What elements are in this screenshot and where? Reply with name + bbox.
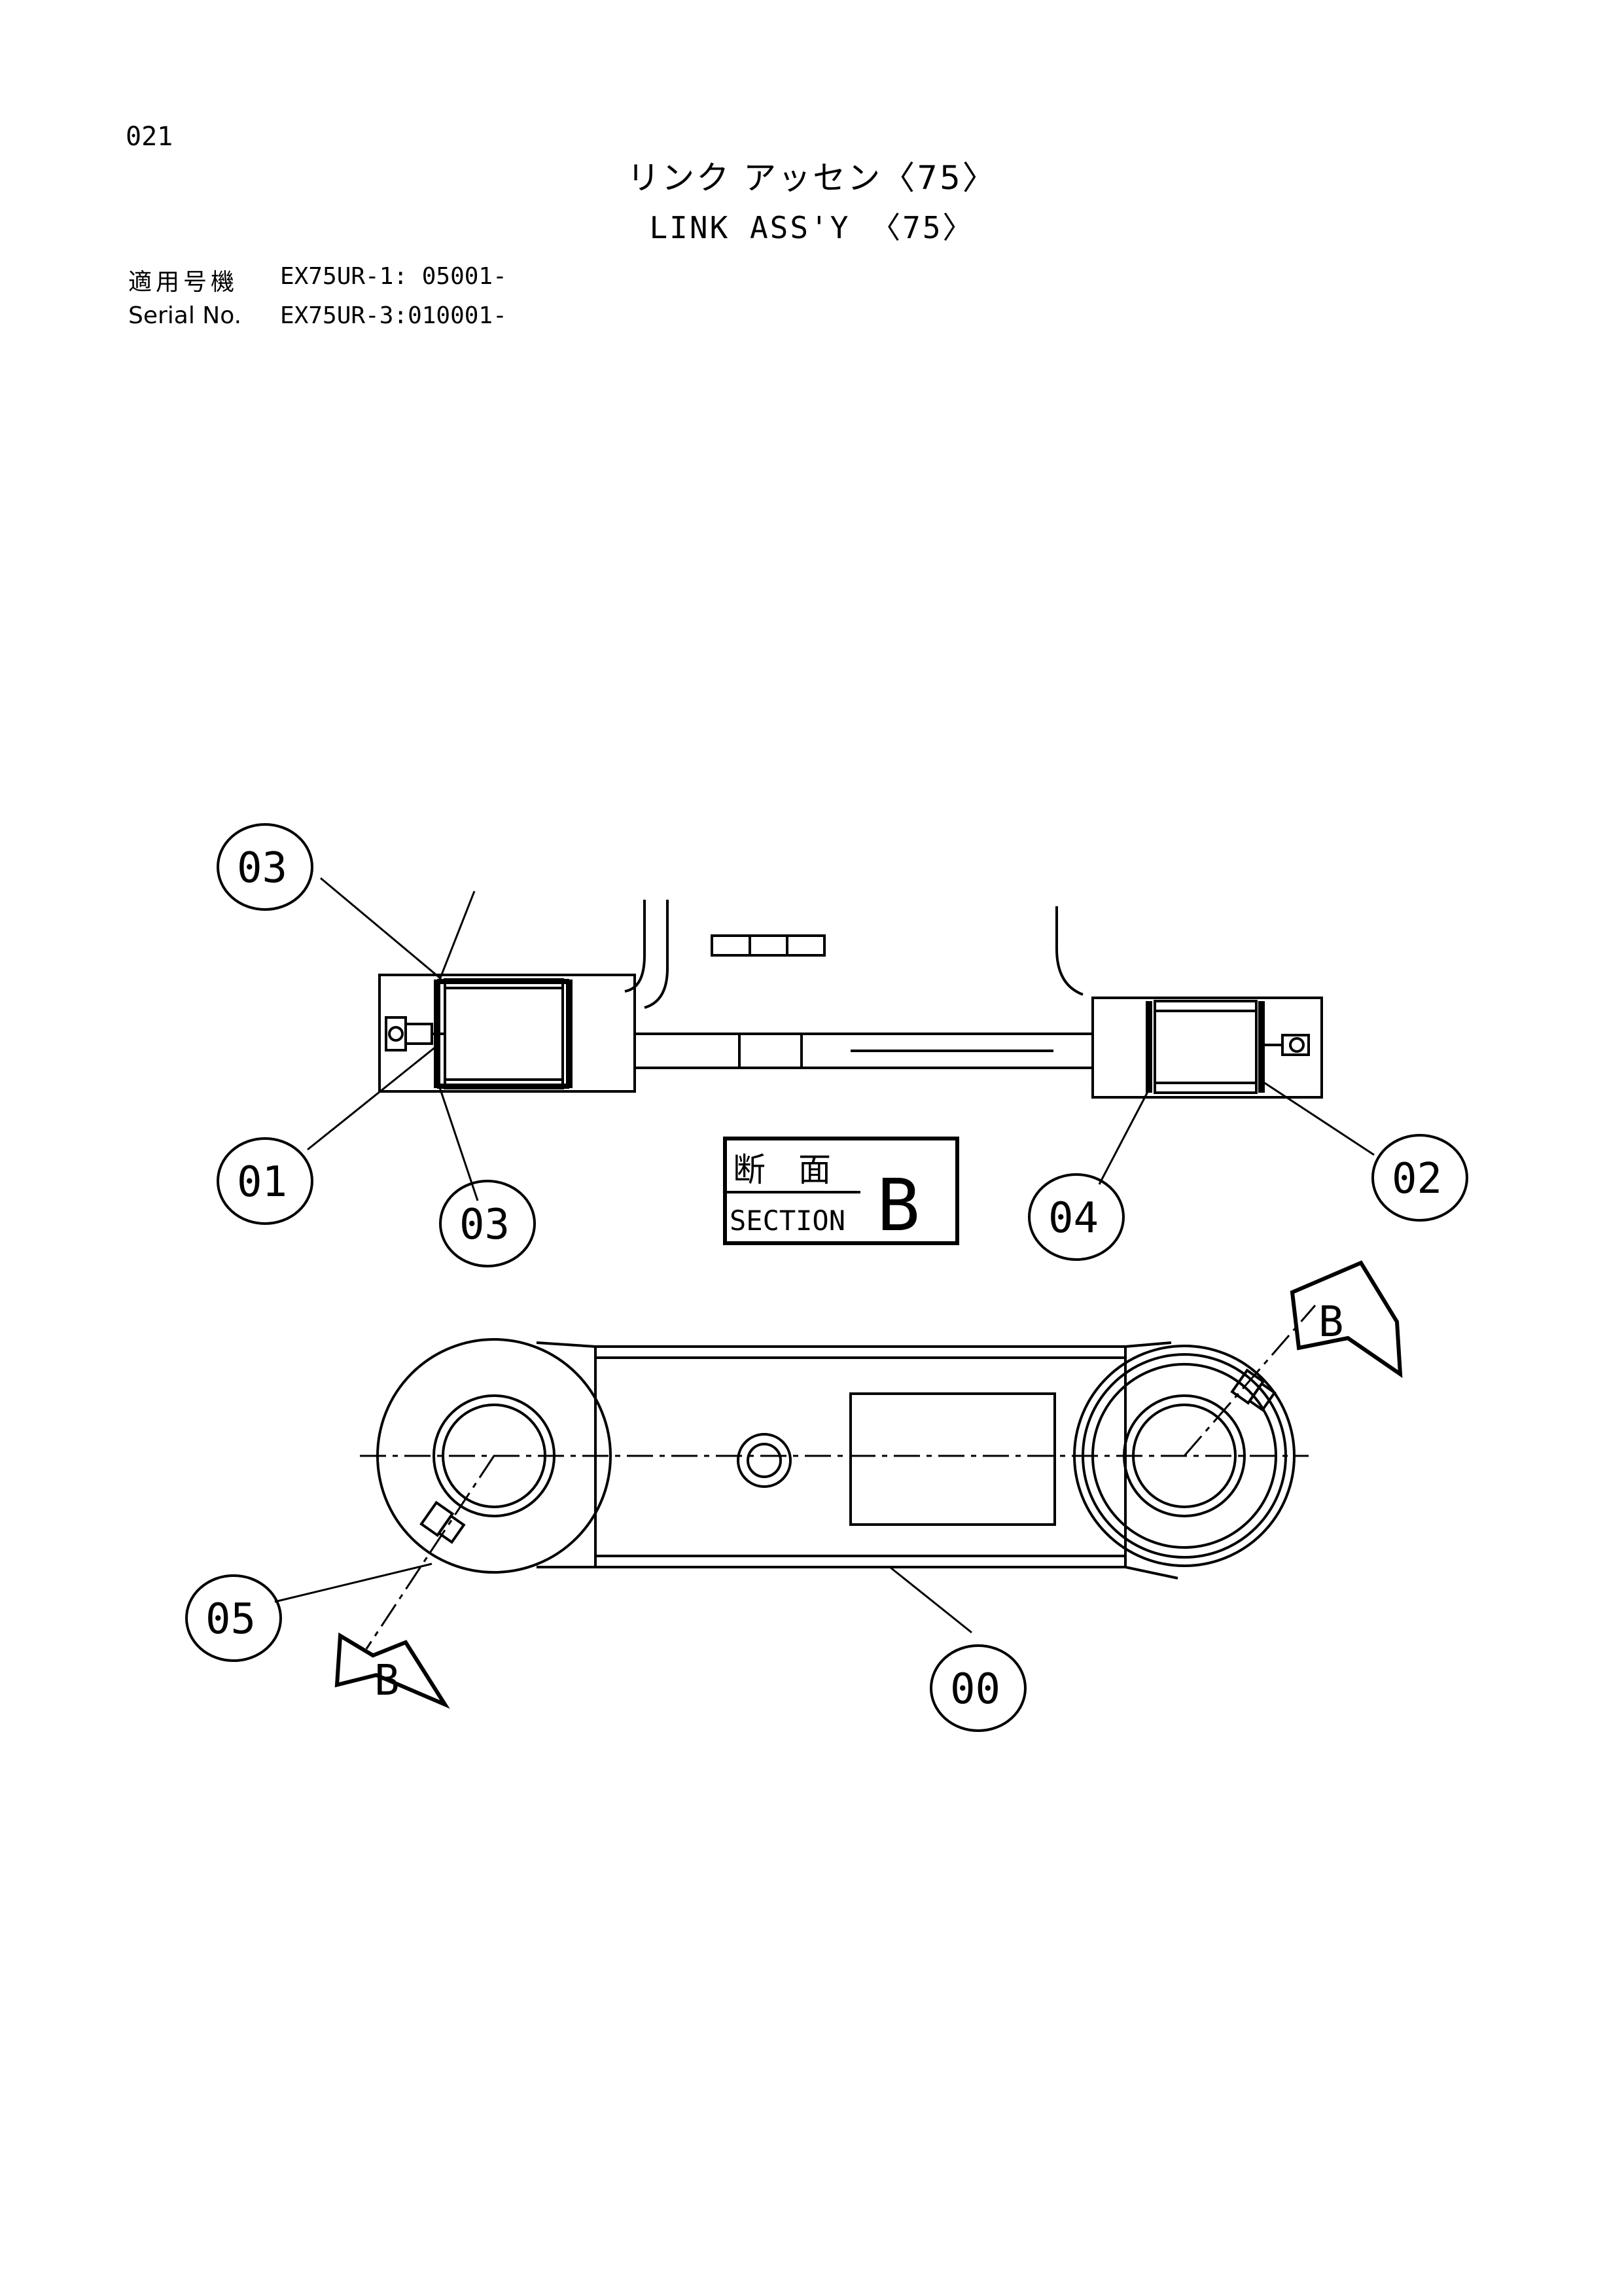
callout-03-bottom-label: 03	[459, 1201, 510, 1249]
link-plan-view	[274, 1305, 1316, 1650]
section-label-letter: B	[877, 1163, 920, 1247]
nameplate	[849, 1392, 1056, 1526]
callout-02-label: 02	[1392, 1155, 1442, 1203]
connecting-bar	[633, 1033, 1094, 1069]
callout-03-top-label: 03	[237, 844, 287, 892]
serial-value-ex75ur-3: EX75UR-3:010001-	[280, 302, 507, 329]
section-view	[307, 877, 1375, 1201]
left-boss-housing	[378, 974, 636, 1093]
grease-fitting-right	[1230, 1368, 1277, 1412]
grease-fitting-left	[419, 1500, 466, 1544]
serial-value-ex75ur-1: EX75UR-1: 05001-	[280, 263, 507, 290]
page-number: 021	[126, 122, 173, 152]
section-arrow-bottom-left: B	[334, 1632, 450, 1709]
reference-box	[711, 934, 826, 957]
section-arrow-top-right-label: B	[1318, 1298, 1344, 1347]
callout-00-label: 00	[950, 1665, 1000, 1714]
callout-01-label: 01	[237, 1158, 287, 1207]
section-arrow-bottom-left-label: B	[374, 1657, 400, 1705]
section-label-box: 断 面 SECTION B	[723, 1137, 959, 1247]
serial-label-english: Serial No.	[128, 302, 242, 329]
callout-04-label: 04	[1048, 1194, 1099, 1243]
serial-label-japanese: 適用号機	[128, 269, 239, 296]
callout-01: 01	[217, 1137, 313, 1225]
section-arrow-top-right: B	[1290, 1260, 1403, 1378]
section-label-japanese: 断 面	[733, 1151, 831, 1189]
callout-00: 00	[930, 1644, 1027, 1732]
callout-05: 05	[185, 1574, 282, 1662]
callout-02: 02	[1371, 1134, 1468, 1222]
callout-03-top: 03	[217, 823, 313, 911]
right-boss-housing	[1091, 997, 1323, 1099]
title-japanese: リンク アッセン〈75〉	[627, 159, 997, 197]
callout-03-bottom: 03	[439, 1180, 536, 1267]
title-english: LINK ASS'Y 〈75〉	[649, 210, 975, 245]
center-hole	[737, 1433, 792, 1488]
callout-04: 04	[1028, 1173, 1125, 1261]
callout-05-label: 05	[205, 1595, 256, 1644]
section-label-english: SECTION	[730, 1205, 845, 1237]
